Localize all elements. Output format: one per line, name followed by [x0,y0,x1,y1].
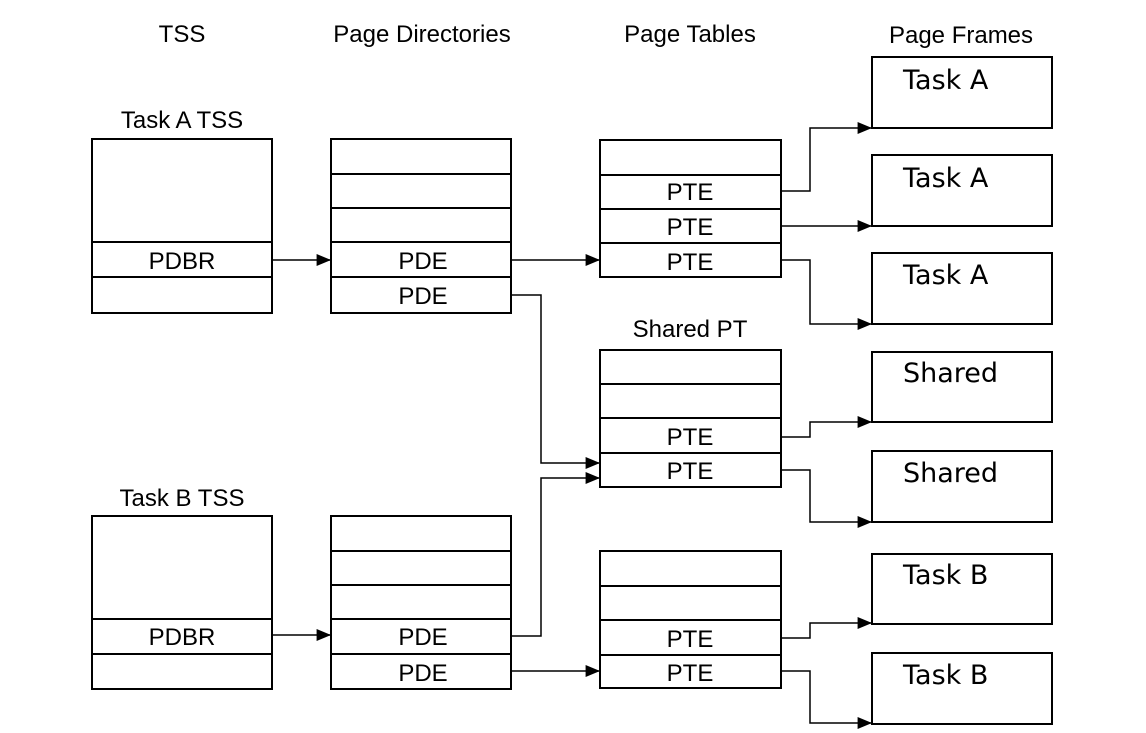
page-frame-label: Task A [902,163,989,194]
task-a-page-directory [330,138,512,314]
task-a-tss-title: Task A TSS [121,107,243,134]
arrow-task-a-pte-3-to-frame [781,259,872,330]
task-b-pte-1-label: PTE [667,626,714,653]
task-b-page-directory [330,515,512,690]
arrow-task-b-pde-to-shared-pt [511,472,600,637]
task-a-page-table [599,139,782,278]
shared-page-table [599,349,782,488]
arrow-task-b-pte-2-to-frame [781,670,872,729]
task-b-pde-1-label: PDE [398,624,447,651]
shared-pte-2-label: PTE [667,458,714,485]
page-frame: Shared [871,450,1053,523]
task-b-tss-table [91,515,273,690]
arrow-shared-pte-1-to-frame [781,416,872,438]
task-a-pde-2-label: PDE [398,283,447,310]
task-b-pde-2-label: PDE [398,660,447,687]
task-b-tss-title: Task B TSS [120,485,245,512]
task-a-pdbr-label: PDBR [149,248,216,275]
arrow-task-b-pte-1-to-frame [781,617,872,639]
page-frame: Task B [871,553,1053,625]
task-a-tss-table [91,138,273,314]
page-frame-label: Shared [903,458,998,489]
page-frame: Task A [871,56,1053,129]
shared-pte-1-label: PTE [667,424,714,451]
header-page-frames: Page Frames [889,22,1033,49]
task-a-pte-2-label: PTE [667,214,714,241]
page-frame-label: Task A [902,260,989,291]
arrow-task-a-pde-to-shared-pt [511,294,600,469]
page-frame-label: Task B [902,560,988,591]
shared-pt-title: Shared PT [633,316,748,343]
arrow-task-a-pte-1-to-frame [781,122,872,192]
page-frame-label: Task B [902,660,988,691]
page-frame: Task A [871,252,1053,325]
arrow-shared-pte-2-to-frame [781,469,872,528]
page-frame-label: Task A [902,65,989,96]
header-tss: TSS [159,21,206,48]
task-b-page-table [599,550,782,689]
page-frame: Shared [871,351,1053,423]
header-page-tables: Page Tables [624,21,756,48]
task-a-pte-3-label: PTE [667,249,714,276]
header-page-directories: Page Directories [333,21,510,48]
task-b-pdbr-label: PDBR [149,624,216,651]
task-b-pte-2-label: PTE [667,660,714,687]
page-frame: Task B [871,652,1053,725]
page-frame-label: Shared [903,358,998,389]
task-a-pde-1-label: PDE [398,248,447,275]
page-frame: Task A [871,154,1053,227]
task-a-pte-1-label: PTE [667,179,714,206]
